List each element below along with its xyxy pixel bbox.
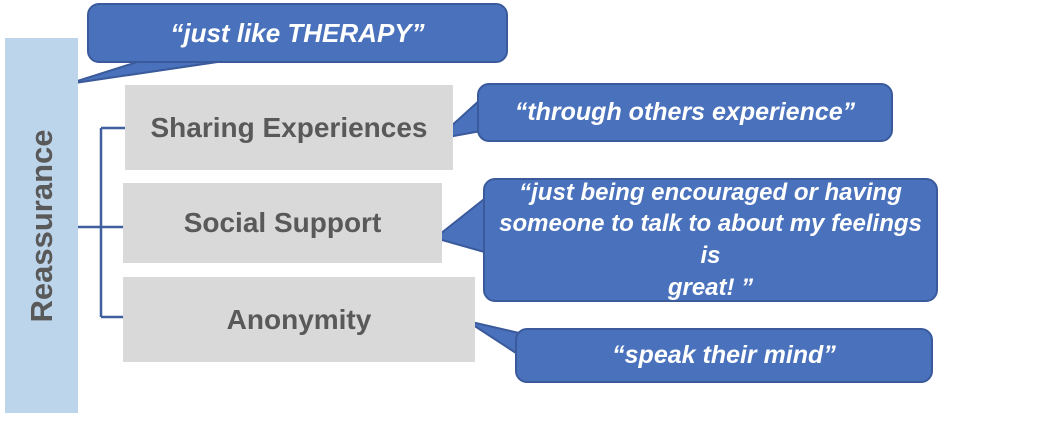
quote-text-others-experience: “through others experience” bbox=[514, 98, 856, 126]
node-sharing-experiences: Sharing Experiences bbox=[125, 85, 453, 170]
category-label: Reassurance bbox=[23, 128, 59, 323]
quote-text-encouraged: “just being encouraged or having someone… bbox=[499, 178, 922, 301]
tree-connector-lines bbox=[78, 126, 125, 319]
category-bar: Reassurance bbox=[5, 38, 78, 413]
quote-bubble-encouraged: “just being encouraged or having someone… bbox=[483, 178, 938, 302]
node-label-anonymity: Anonymity bbox=[226, 303, 372, 335]
node-label-social-support: Social Support bbox=[183, 207, 382, 238]
quote-text-therapy: “just like THERAPY” bbox=[170, 17, 425, 48]
quote-bubble-speak-mind: “speak their mind” bbox=[515, 328, 933, 383]
quote-text-speak-mind: “speak their mind” bbox=[612, 341, 836, 369]
node-anonymity: Anonymity bbox=[123, 277, 475, 362]
bubble-tail-encouraged bbox=[434, 195, 489, 254]
quote-bubble-therapy: “just like THERAPY” bbox=[87, 3, 508, 63]
node-social-support: Social Support bbox=[123, 183, 442, 263]
node-label-sharing-experiences: Sharing Experiences bbox=[150, 111, 428, 143]
quote-bubble-others-experience: “through others experience” bbox=[477, 83, 893, 142]
